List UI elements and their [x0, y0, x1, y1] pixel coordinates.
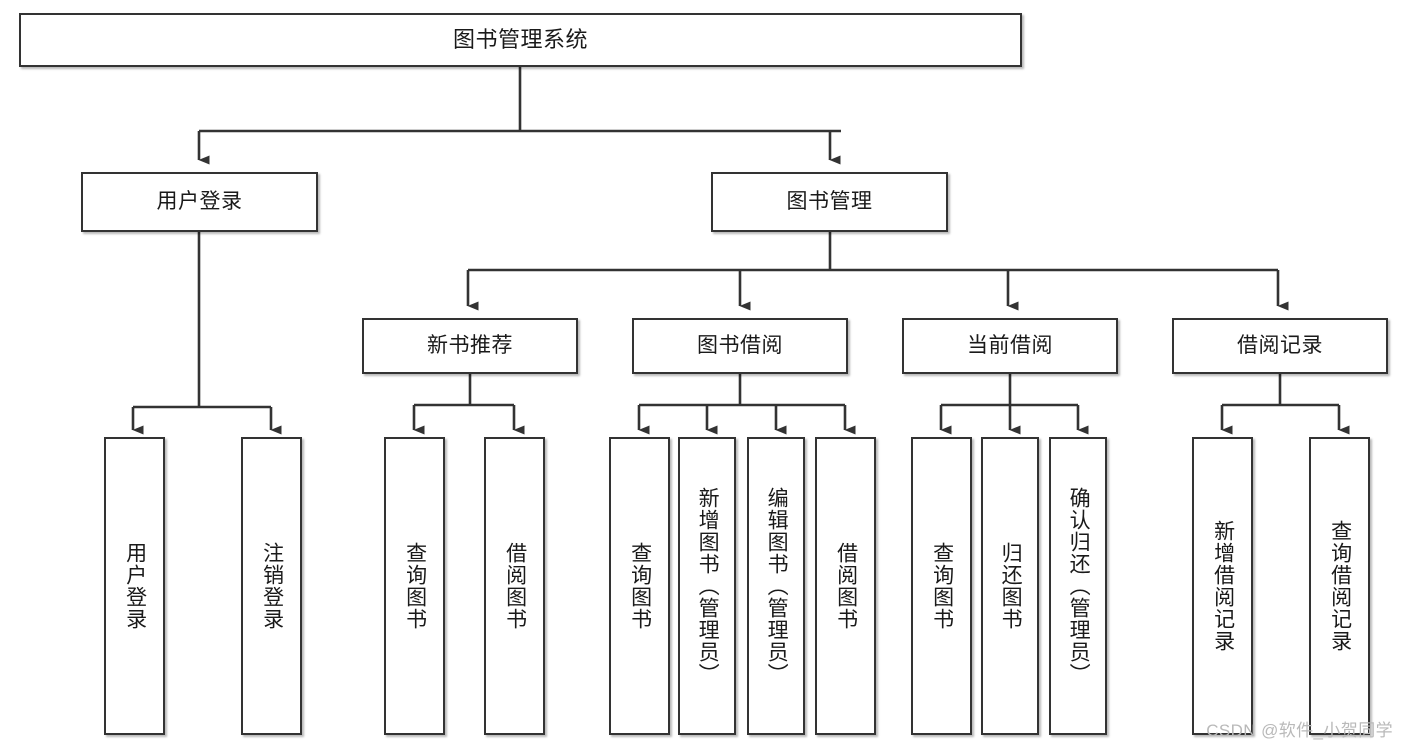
node-borrow-record[interactable]: 借阅记录 — [1172, 318, 1388, 374]
node-new-book-recommendation[interactable]: 新书推荐 — [362, 318, 578, 374]
node-book-manage[interactable]: 图书管理 — [711, 172, 948, 232]
leaf-return-book-label: 归还图书 — [999, 542, 1023, 630]
node-root-label: 图书管理系统 — [452, 27, 588, 53]
node-book-borrow-label: 图书借阅 — [697, 333, 783, 357]
leaf-query-borrow-record[interactable]: 查询借阅记录 — [1309, 437, 1370, 735]
leaf-query-borrow-record-label: 查询借阅记录 — [1328, 520, 1352, 652]
node-user-login-label: 用户登录 — [156, 189, 243, 213]
node-user-login[interactable]: 用户登录 — [81, 172, 318, 232]
node-new-book-recommendation-label: 新书推荐 — [427, 333, 513, 357]
leaf-edit-book-label: 编辑图书（管理员） — [765, 487, 789, 685]
node-current-borrow-label: 当前借阅 — [967, 333, 1053, 357]
leaf-borrow-book-2-label: 借阅图书 — [834, 542, 858, 630]
node-borrow-record-label: 借阅记录 — [1237, 333, 1323, 357]
leaf-add-book-label: 新增图书（管理员） — [696, 487, 720, 685]
leaf-query-book-3-label: 查询图书 — [930, 542, 954, 630]
node-book-borrow[interactable]: 图书借阅 — [632, 318, 848, 374]
leaf-user-login[interactable]: 用户登录 — [104, 437, 165, 735]
node-current-borrow[interactable]: 当前借阅 — [902, 318, 1118, 374]
leaf-query-book-1-label: 查询图书 — [403, 542, 427, 630]
leaf-borrow-book-1-label: 借阅图书 — [503, 542, 527, 630]
leaf-confirm-return-label: 确认归还（管理员） — [1067, 487, 1091, 685]
leaf-edit-book[interactable]: 编辑图书（管理员） — [747, 437, 805, 735]
leaf-borrow-book-2[interactable]: 借阅图书 — [815, 437, 876, 735]
leaf-logout-label: 注销登录 — [260, 542, 284, 630]
leaf-add-book[interactable]: 新增图书（管理员） — [678, 437, 736, 735]
node-book-manage-label: 图书管理 — [786, 189, 873, 213]
leaf-query-book-3[interactable]: 查询图书 — [911, 437, 972, 735]
leaf-query-book-1[interactable]: 查询图书 — [384, 437, 445, 735]
leaf-logout[interactable]: 注销登录 — [241, 437, 302, 735]
leaf-query-book-2-label: 查询图书 — [628, 542, 652, 630]
leaf-borrow-book-1[interactable]: 借阅图书 — [484, 437, 545, 735]
leaf-query-book-2[interactable]: 查询图书 — [609, 437, 670, 735]
leaf-confirm-return[interactable]: 确认归还（管理员） — [1049, 437, 1107, 735]
leaf-user-login-label: 用户登录 — [123, 542, 147, 630]
leaf-return-book[interactable]: 归还图书 — [981, 437, 1039, 735]
watermark: CSDN @软件_小贺同学 — [1206, 721, 1393, 740]
node-root[interactable]: 图书管理系统 — [19, 13, 1022, 67]
leaf-add-borrow-record-label: 新增借阅记录 — [1211, 520, 1235, 652]
leaf-add-borrow-record[interactable]: 新增借阅记录 — [1192, 437, 1253, 735]
